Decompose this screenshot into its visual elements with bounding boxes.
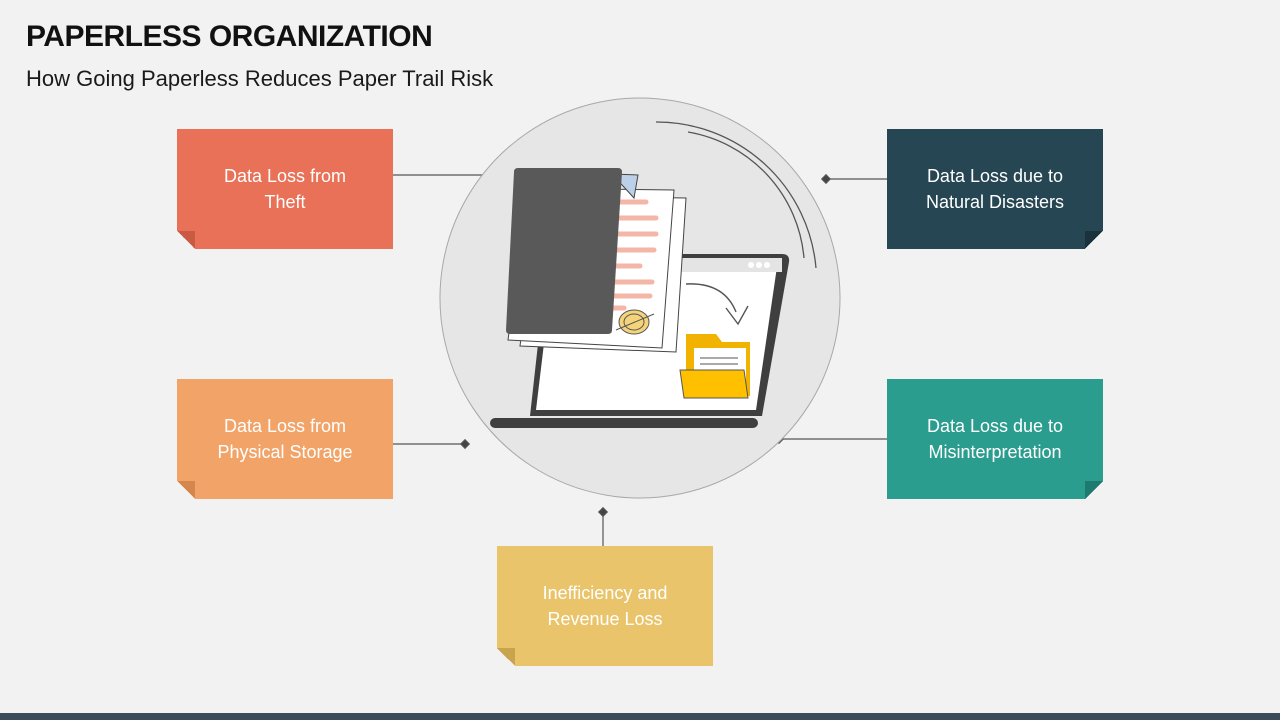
- connector-dot-natural-disasters: [820, 173, 832, 185]
- motion-arc-inner: [687, 131, 805, 259]
- box-fold-theft: [177, 231, 195, 249]
- box-fold-inefficiency: [497, 648, 515, 666]
- footer-bar: [0, 713, 1280, 720]
- box-label-misinterpretation: Data Loss due to Misinterpretation: [926, 416, 1064, 462]
- box-label-physical-storage: Data Loss from Physical Storage: [217, 416, 353, 462]
- motion-arc-outer: [655, 121, 817, 269]
- connector-dot-inefficiency: [597, 506, 609, 518]
- document-stack-icon: [506, 168, 687, 353]
- box-label-inefficiency: Inefficiency and Revenue Loss: [542, 583, 668, 629]
- box-label-theft: Data Loss from Theft: [223, 166, 347, 212]
- box-fold-physical-storage: [177, 481, 195, 499]
- box-theft: Data Loss from Theft: [177, 129, 393, 249]
- box-physical-storage: Data Loss from Physical Storage: [177, 379, 393, 499]
- page-title: PAPERLESS ORGANIZATION: [26, 20, 433, 53]
- box-inefficiency: Inefficiency and Revenue Loss: [497, 546, 713, 666]
- connector-dot-physical-storage: [459, 438, 471, 450]
- box-natural-disasters: Data Loss due to Natural Disasters: [887, 129, 1103, 249]
- box-label-natural-disasters: Data Loss due to Natural Disasters: [925, 166, 1065, 212]
- box-fold-natural-disasters: [1085, 231, 1103, 249]
- box-fold-misinterpretation: [1085, 481, 1103, 499]
- connectors: [393, 169, 887, 546]
- page-subtitle: How Going Paperless Reduces Paper Trail …: [26, 66, 494, 91]
- box-misinterpretation: Data Loss due to Misinterpretation: [887, 379, 1103, 499]
